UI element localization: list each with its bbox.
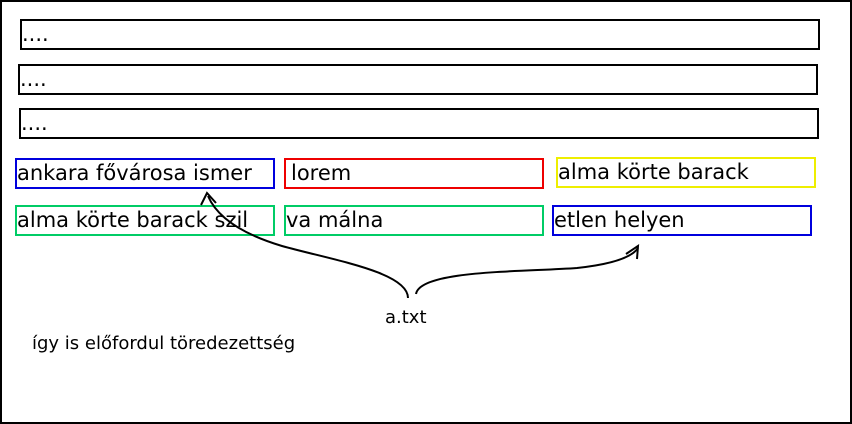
arrowhead-ankara xyxy=(200,191,217,206)
row-3: .... xyxy=(19,108,819,139)
row-1-text: .... xyxy=(22,22,49,46)
block-helyen-text: etlen helyen xyxy=(554,208,685,232)
block-malna: va málna xyxy=(284,205,544,236)
arrowhead-helyen xyxy=(625,244,640,260)
block-malna-text: va málna xyxy=(286,208,384,232)
block-alma-szil: alma körte barack szil xyxy=(15,205,275,236)
block-alma-text: alma körte barack xyxy=(558,160,749,184)
block-ankara: ankara fővárosa ismer xyxy=(15,158,275,189)
block-lorem-text: lorem xyxy=(291,161,352,185)
row-1: .... xyxy=(20,19,820,50)
block-alma-szil-text: alma körte barack szil xyxy=(17,208,249,232)
block-ankara-text: ankara fővárosa ismer xyxy=(17,161,252,185)
row-2: .... xyxy=(18,64,818,95)
block-helyen: etlen helyen xyxy=(552,205,812,236)
arrow-to-helyen xyxy=(415,247,639,295)
row-2-text: .... xyxy=(20,67,47,91)
arrow-to-ankara xyxy=(207,195,409,299)
row-3-text: .... xyxy=(21,111,48,135)
block-lorem: lorem xyxy=(284,158,544,189)
block-alma: alma körte barack xyxy=(556,157,816,188)
fragmentation-note: így is előfordul töredezettség xyxy=(32,333,296,354)
file-label: a.txt xyxy=(385,307,427,328)
